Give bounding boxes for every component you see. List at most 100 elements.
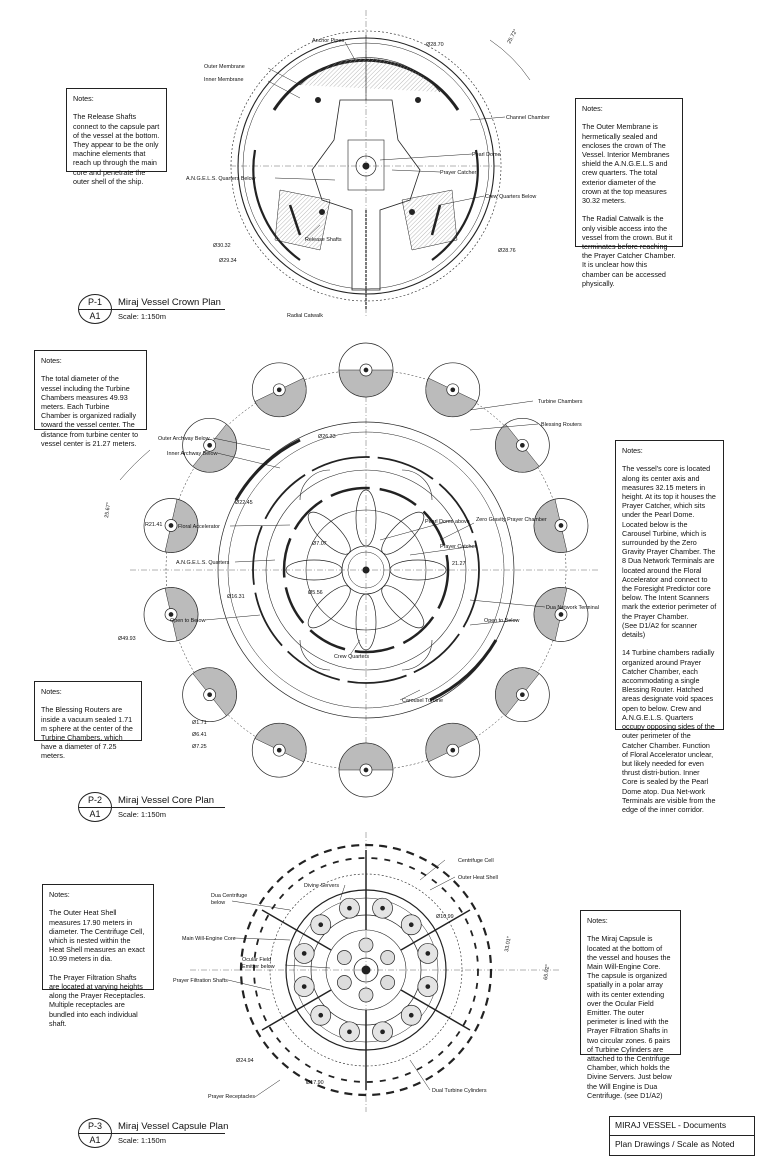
label-radial-catwalk: Radial Catwalk bbox=[287, 313, 323, 319]
label-d1790: Ø17.90 bbox=[306, 1080, 324, 1086]
label-d2633: Ø26.33 bbox=[318, 434, 336, 440]
note-capsule-left: Notes: The Outer Heat Shell measures 17.… bbox=[42, 884, 154, 1028]
centrifuge-cell bbox=[380, 950, 396, 965]
label-d725: Ø7.25 bbox=[192, 744, 207, 750]
label-d2870: Ø28.70 bbox=[426, 42, 444, 48]
label-d4993: Ø49.93 bbox=[118, 636, 136, 642]
label-outer-archway: Outer Archway Below bbox=[158, 436, 210, 442]
document-title-block: MIRAJ VESSEL - Documents Plan Drawings /… bbox=[609, 1116, 755, 1156]
plan-code: P-1 bbox=[87, 297, 102, 307]
centrifuge-cell bbox=[336, 950, 352, 965]
label-ocular-1: Ocular Field bbox=[242, 957, 271, 963]
label-d2934: Ø29.34 bbox=[219, 258, 237, 264]
label-inner-membrane: Inner Membrane bbox=[204, 77, 244, 83]
centrifuge-cell bbox=[380, 975, 396, 990]
leader-lines bbox=[204, 41, 546, 1098]
label-channel-chamber: Channel Chamber bbox=[506, 115, 550, 121]
turbine-cylinder-core bbox=[318, 922, 324, 928]
label-core-prayer-catcher: Prayer Catcher bbox=[440, 544, 476, 550]
capsule-plan bbox=[190, 832, 560, 1112]
label-pearl-dome-above: Pearl Dome above bbox=[425, 519, 470, 525]
label-r2127: 21.27 bbox=[452, 561, 466, 567]
label-inner-archway: Inner Archway Below bbox=[167, 451, 217, 457]
label-open-below-left: Open to Below bbox=[170, 618, 205, 624]
label-dua-centrifuge-1: Dua Centrifuge bbox=[211, 893, 247, 899]
turbine-cylinder-core bbox=[301, 951, 307, 956]
plan-title-text: Miraj Vessel Capsule Plan bbox=[118, 1121, 229, 1132]
label-carousel-turbine: Carousel Turbine bbox=[402, 698, 443, 704]
label-d1631: Ø16.31 bbox=[227, 594, 245, 600]
title-underline bbox=[95, 807, 225, 808]
document-subtitle: Plan Drawings / Scale as Noted bbox=[615, 1139, 735, 1149]
label-floral-accelerator: Floral Accelerator bbox=[178, 524, 220, 530]
label-d2245: Ø22.45 bbox=[235, 500, 253, 506]
label-d1099: Ø10.99 bbox=[436, 914, 454, 920]
turbine-chamber bbox=[143, 498, 199, 553]
label-receptacles: Prayer Receptacles bbox=[208, 1094, 255, 1100]
centrifuge-cell bbox=[358, 937, 374, 953]
turbine-chamber bbox=[338, 342, 394, 398]
label-filtration: Prayer Filtration Shafts bbox=[173, 978, 228, 984]
turbine-chamber bbox=[533, 587, 589, 642]
turbine-chamber bbox=[533, 498, 589, 553]
crown-plan bbox=[230, 10, 531, 318]
centrifuge-cell bbox=[358, 987, 374, 1003]
label-turbine-chambers: Turbine Chambers bbox=[538, 399, 583, 405]
label-main-engine: Main Will-Engine Core bbox=[182, 936, 236, 942]
note-crown-left: Notes: The Release Shafts connect to the… bbox=[66, 88, 167, 186]
turbine-chamber bbox=[425, 362, 481, 418]
note-core-left-bottom: Notes: The Blessing Routers are inside a… bbox=[34, 681, 142, 760]
label-angels-quarters: A.N.G.E.L.S. Quarters bbox=[176, 560, 230, 566]
turbine-cylinder-core bbox=[408, 922, 414, 928]
label-angels-below: A.N.G.E.L.S. Quarters Below bbox=[186, 176, 256, 182]
note-crown-right: Notes: The Outer Membrane is hermeticall… bbox=[575, 98, 683, 288]
turbine-cylinder-core bbox=[380, 1029, 385, 1035]
label-crown-angle: 25.72° bbox=[506, 28, 519, 45]
turbine-cylinder-core bbox=[408, 1012, 414, 1018]
centrifuge-cell bbox=[336, 975, 352, 990]
label-r2141: R21.41 bbox=[145, 522, 162, 528]
label-release-shafts: Release Shafts bbox=[305, 237, 342, 243]
turbine-chamber bbox=[495, 417, 550, 473]
title-underline bbox=[95, 309, 225, 310]
label-dua-centrifuge-2: below bbox=[211, 900, 225, 906]
label-crew-below: Crew Quarters Below bbox=[485, 194, 536, 200]
turbine-chamber bbox=[182, 667, 237, 723]
label-divine-servers: Divine Servers bbox=[304, 883, 339, 889]
label-crew-quarters: Crew Quarters bbox=[334, 654, 369, 660]
label-d641: Ø6.41 bbox=[192, 732, 207, 738]
plan-sheet: A1 bbox=[89, 1135, 101, 1145]
core-plan bbox=[119, 342, 600, 798]
plan-title-text: Miraj Vessel Core Plan bbox=[118, 795, 215, 806]
turbine-cylinder-core bbox=[380, 905, 385, 911]
turbine-cylinder-core bbox=[347, 1029, 352, 1035]
label-capsule-angle-2: 65.02° bbox=[543, 964, 551, 980]
plan-title-text: Miraj Vessel Crown Plan bbox=[118, 297, 221, 308]
title-underline bbox=[95, 1133, 225, 1134]
note-capsule-right: Notes: The Miraj Capsule is located at t… bbox=[580, 910, 681, 1100]
label-prayer-catcher: Prayer Catcher bbox=[440, 170, 476, 176]
turbine-chamber bbox=[495, 667, 550, 723]
document-title: MIRAJ VESSEL - Documents bbox=[610, 1117, 754, 1136]
label-d2876: Ø28.76 bbox=[498, 248, 516, 254]
label-blessing-routers: Blessing Routers bbox=[541, 422, 582, 428]
plan-scale: Scale: 1:150m bbox=[118, 312, 166, 321]
turbine-chamber bbox=[143, 587, 199, 642]
note-core-left-top: Notes: The total diameter of the vessel … bbox=[34, 350, 147, 448]
label-outer-membrane: Outer Membrane bbox=[204, 64, 245, 70]
label-d5556: Ø5.56 bbox=[308, 590, 323, 596]
note-core-right: Notes: The vessel's core is located alon… bbox=[615, 440, 724, 814]
label-capsule-angle-1: 33.01° bbox=[504, 936, 513, 952]
label-open-below-right: Open to Below bbox=[484, 618, 519, 624]
turbine-chamber bbox=[251, 722, 307, 778]
plan-code: P-2 bbox=[87, 795, 102, 805]
label-core-angle: 25.67° bbox=[104, 502, 112, 518]
turbine-cylinder-core bbox=[318, 1012, 324, 1018]
label-dua-terminal: Dua Network Terminal bbox=[546, 605, 599, 611]
turbine-chamber bbox=[182, 417, 237, 473]
turbine-cylinder-core bbox=[301, 984, 307, 989]
label-zero-gravity: Zero Gravity Prayer Chamber bbox=[476, 517, 547, 523]
label-centrifuge-cell: Centrifuge Cell bbox=[458, 858, 494, 864]
label-ocular-2: Emitter below bbox=[242, 964, 275, 970]
label-outer-heat-shell: Outer Heat Shell bbox=[458, 875, 498, 881]
